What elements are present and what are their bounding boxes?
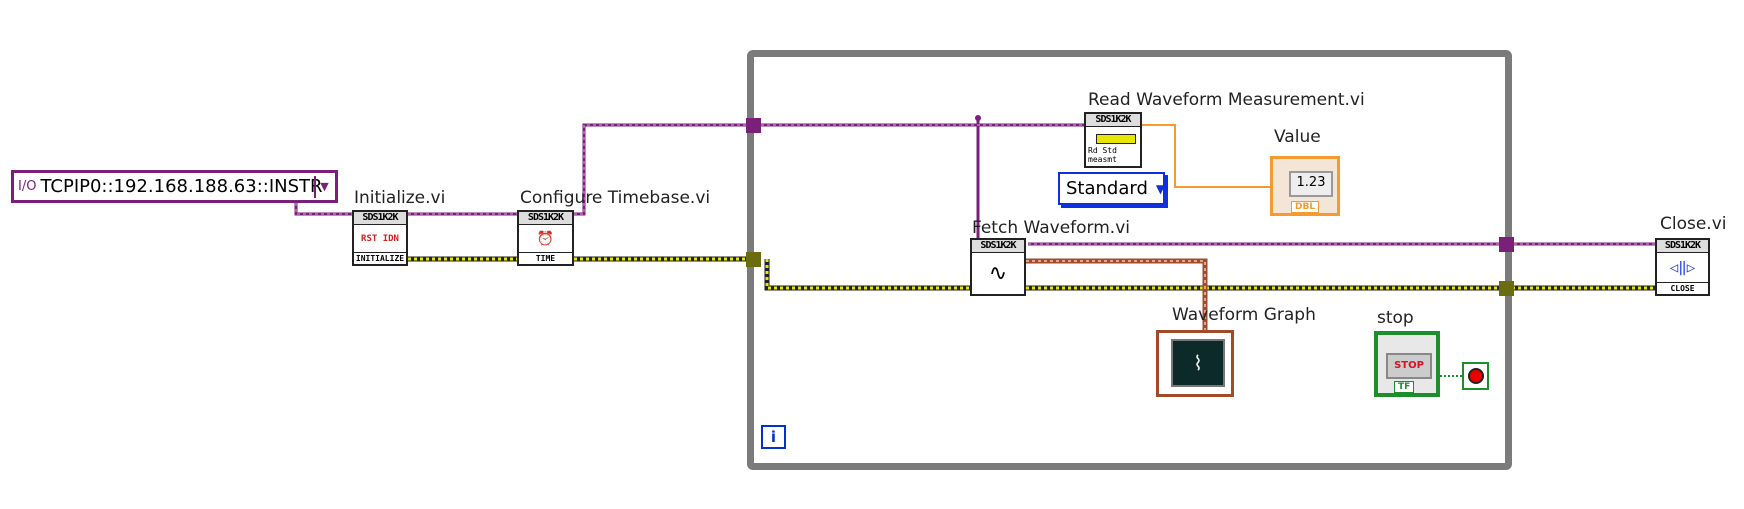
configure-timebase-label: Configure Timebase.vi <box>520 188 711 208</box>
disconnect-icon: ◁‖▷ <box>1669 260 1696 276</box>
visa-resource-value: TCPIP0::192.168.188.63::INSTR <box>40 176 323 197</box>
dropdown-arrow-icon[interactable]: ▼ <box>314 176 333 198</box>
reset-idn-icon: RST IDN <box>361 234 399 244</box>
numeric-display: 1.23 <box>1289 171 1333 197</box>
visa-wire[interactable] <box>294 118 1655 246</box>
waveform-wire[interactable] <box>1026 258 1208 330</box>
visa-resource-constant[interactable]: I/O TCPIP0::192.168.188.63::INSTR ▼ <box>11 170 338 203</box>
node-header: SDS1K2K <box>1086 114 1140 127</box>
fetch-waveform-vi[interactable]: SDS1K2K ∿ <box>970 238 1026 296</box>
error-wire[interactable] <box>408 256 1655 291</box>
stop-button: STOP <box>1386 353 1432 379</box>
configure-timebase-vi[interactable]: SDS1K2K ⏰ TIME <box>517 210 574 266</box>
alarm-clock-icon: ⏰ <box>536 231 555 247</box>
ruler-icon <box>1096 134 1136 144</box>
waveform-graph-label: Waveform Graph <box>1172 305 1316 325</box>
initialize-vi[interactable]: SDS1K2K RST IDN INITIALIZE <box>352 210 408 266</box>
waveform-graph-terminal[interactable]: ⌇ <box>1156 330 1234 397</box>
visa-resource-icon: I/O <box>18 179 37 194</box>
node-footer: CLOSE <box>1657 282 1708 294</box>
node-header: SDS1K2K <box>1657 240 1708 253</box>
dropdown-arrow-icon[interactable]: ▼ <box>1155 181 1166 196</box>
read-measurement-label: Read Waveform Measurement.vi <box>1088 90 1365 110</box>
iteration-terminal[interactable]: i <box>761 425 786 449</box>
fetch-waveform-label: Fetch Waveform.vi <box>972 218 1130 238</box>
visa-tunnel-in[interactable] <box>746 118 761 133</box>
visa-tunnel-out[interactable] <box>1499 237 1514 252</box>
value-indicator[interactable]: 1.23 DBL <box>1270 156 1340 216</box>
measurement-type-ring[interactable]: Standard ▼ <box>1058 172 1165 205</box>
close-label: Close.vi <box>1660 214 1727 234</box>
stop-sign-icon <box>1467 368 1484 384</box>
initialize-label: Initialize.vi <box>354 188 446 208</box>
type-badge: TF <box>1394 381 1415 393</box>
dbl-wire[interactable] <box>1142 124 1272 188</box>
measurement-text-icon: Rd Std measmt <box>1088 146 1117 164</box>
close-vi[interactable]: SDS1K2K ◁‖▷ CLOSE <box>1655 238 1710 296</box>
value-label: Value <box>1274 127 1321 147</box>
node-footer: TIME <box>519 252 572 264</box>
error-tunnel-in[interactable] <box>746 252 761 267</box>
type-badge: DBL <box>1291 201 1320 213</box>
read-waveform-measurement-vi[interactable]: SDS1K2K Rd Std measmt <box>1084 112 1142 168</box>
wire-junction <box>975 115 981 121</box>
node-header: SDS1K2K <box>354 212 406 225</box>
graph-icon: ⌇ <box>1171 339 1225 387</box>
node-footer: INITIALIZE <box>354 252 406 263</box>
node-header: SDS1K2K <box>972 240 1024 253</box>
sine-wave-icon: ∿ <box>988 260 1008 286</box>
node-header: SDS1K2K <box>519 212 572 225</box>
stop-button-terminal[interactable]: STOP TF <box>1374 331 1440 397</box>
stop-label: stop <box>1377 308 1414 328</box>
loop-condition-terminal[interactable] <box>1462 362 1489 390</box>
error-tunnel-out[interactable] <box>1499 281 1514 296</box>
ring-value: Standard <box>1066 178 1148 199</box>
